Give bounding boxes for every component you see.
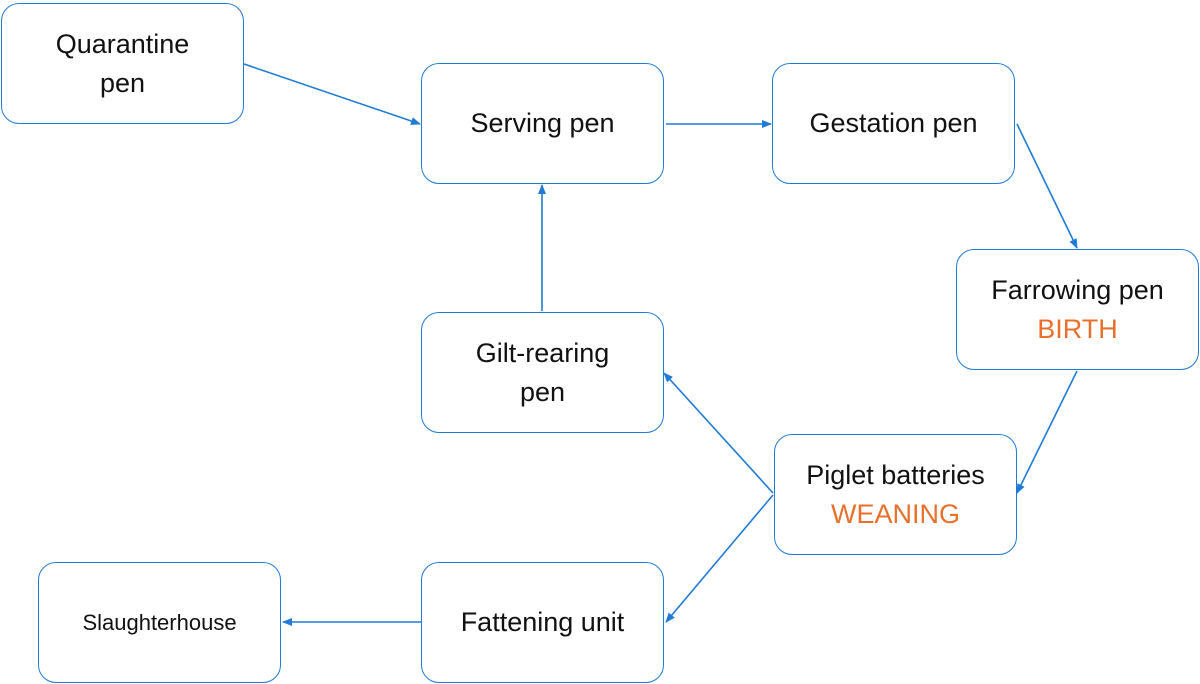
gilt-rearing-pen-line2: pen: [519, 376, 566, 407]
arrow-piglet-to-fattening: [665, 494, 774, 623]
node-farrowing-pen: Farrowing pen BIRTH: [956, 249, 1199, 370]
slaughterhouse-label: Slaughterhouse: [82, 610, 237, 635]
arrow-farrowing-to-piglet: [1016, 370, 1078, 494]
weaning-tag: WEANING: [830, 498, 960, 529]
node-serving-pen: Serving pen: [421, 63, 664, 184]
node-gilt-rearing-pen: Gilt-rearing pen: [421, 312, 664, 433]
farrowing-pen-label: Farrowing pen: [991, 274, 1164, 305]
arrow-piglet-to-gilt: [663, 372, 774, 494]
serving-pen-label: Serving pen: [470, 108, 615, 138]
quarantine-pen-line1: Quarantine: [55, 28, 190, 59]
fattening-unit-label: Fattening unit: [460, 607, 625, 637]
birth-tag: BIRTH: [1037, 313, 1118, 344]
quarantine-pen-line2: pen: [99, 67, 146, 98]
node-slaughterhouse: Slaughterhouse: [38, 562, 281, 683]
gilt-rearing-pen-line1: Gilt-rearing: [475, 337, 610, 368]
node-fattening-unit: Fattening unit: [421, 562, 664, 683]
node-piglet-batteries: Piglet batteries WEANING: [774, 434, 1017, 555]
node-quarantine-pen: Quarantine pen: [1, 3, 244, 124]
node-gestation-pen: Gestation pen: [772, 63, 1015, 184]
piglet-batteries-label: Piglet batteries: [806, 459, 985, 490]
arrow-gestation-to-farrowing: [1016, 123, 1078, 249]
arrow-quarantine-to-serving: [243, 63, 421, 125]
gestation-pen-label: Gestation pen: [809, 108, 978, 138]
